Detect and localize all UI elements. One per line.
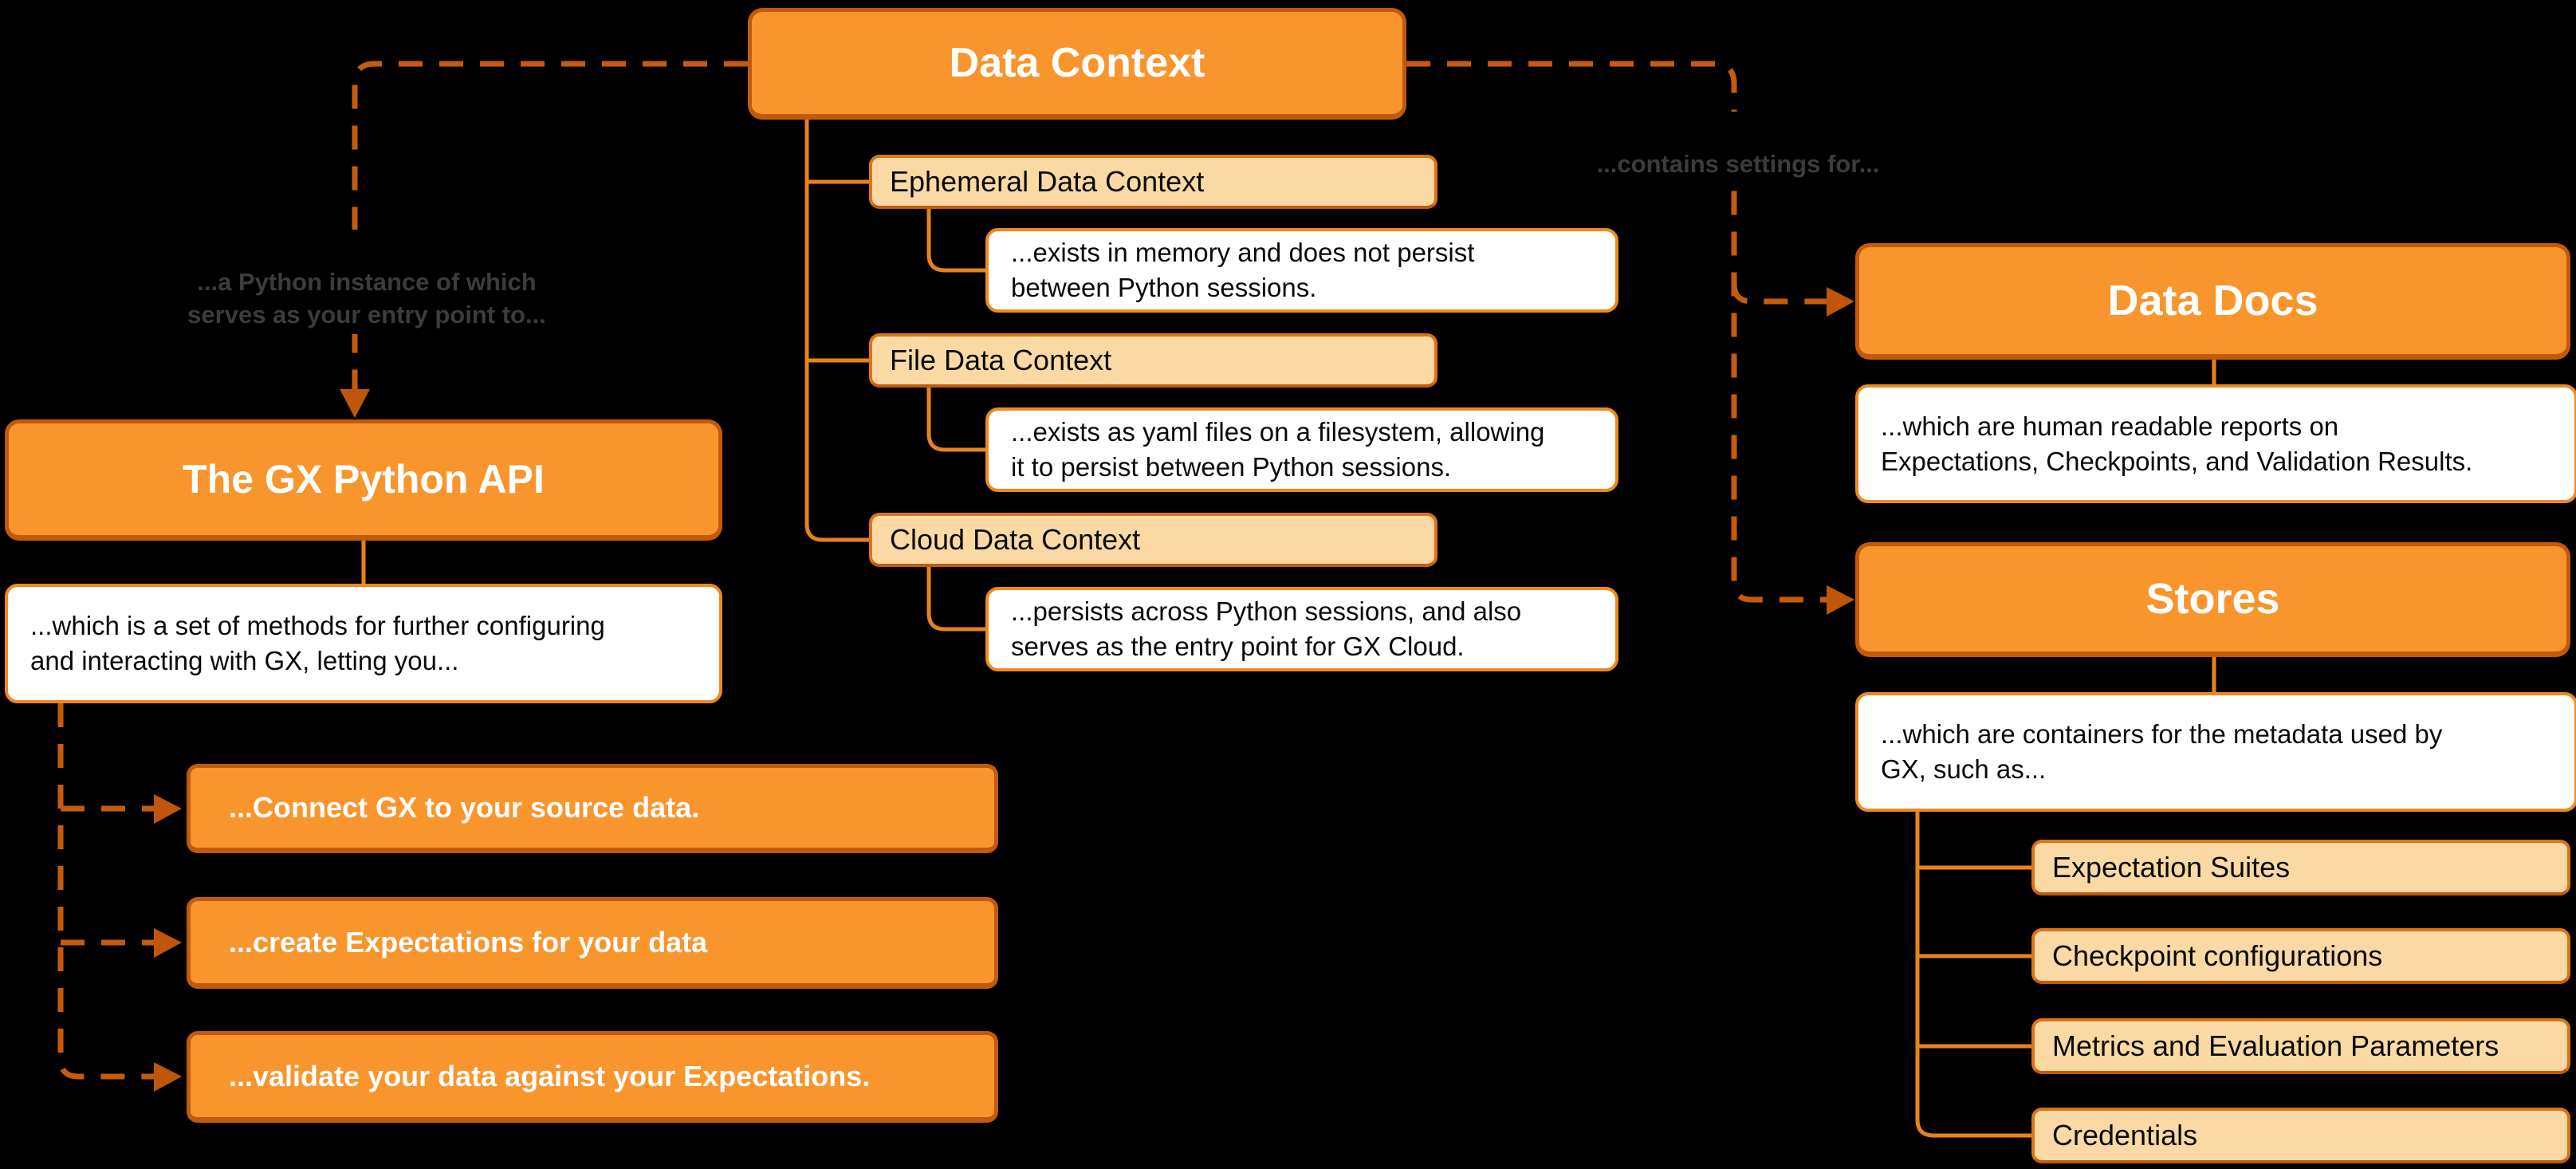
gx-python-api-description-text: ...which is a set of methods for further… [30,611,605,675]
node-checkpoint-configurations-label: Checkpoint configurations [2052,939,2383,972]
node-action-connect: ...Connect GX to your source data. [187,764,998,853]
node-data-context: Data Context [748,8,1406,120]
node-credentials: Credentials [2031,1108,2570,1163]
node-ephemeral-data-context: Ephemeral Data Context [869,155,1437,209]
data-context-tree-connector [804,120,985,632]
node-expectation-suites: Expectation Suites [2031,840,2570,895]
stores-description: ...which are containers for the metadata… [1855,692,2576,812]
node-gx-python-api-label: The GX Python API [183,457,545,502]
node-stores-label: Stores [2145,575,2280,623]
node-credentials-label: Credentials [2052,1119,2198,1151]
node-data-context-label: Data Context [949,40,1205,86]
down-arrowhead [340,389,370,418]
node-cloud-data-context: Cloud Data Context [869,513,1437,567]
node-metrics-evaluation-parameters-label: Metrics and Evaluation Parameters [2052,1029,2499,1062]
gx-python-api-description: ...which is a set of methods for further… [5,584,722,703]
node-file-label: File Data Context [890,344,1112,376]
description-stub-connectors [361,360,2216,692]
file-description-text: ...exists as yaml files on a filesystem,… [1011,417,1545,482]
python-instance-edge [340,61,748,418]
data-docs-description: ...which are human readable reports on E… [1855,384,2576,503]
node-gx-python-api: The GX Python API [5,419,722,541]
node-ephemeral-label: Ephemeral Data Context [890,165,1205,198]
node-action-validate-label: ...validate your data against your Expec… [229,1059,871,1092]
right-arrowhead-validate [154,1062,182,1092]
contains-settings-edge [1406,61,1854,615]
node-data-docs-label: Data Docs [2107,277,2318,325]
right-arrowhead-stores [1827,585,1854,615]
edge-label-python-instance: ...a Python instance of which serves as … [136,230,598,334]
node-expectation-suites-label: Expectation Suites [2052,851,2291,884]
node-action-create: ...create Expectations for your data [187,897,998,989]
gx-api-actions-edge [57,703,182,1092]
edge-label-contains-settings: ...contains settings for... [1575,112,1902,183]
node-file-data-context: File Data Context [869,333,1437,388]
right-arrowhead-data-docs [1827,287,1854,317]
node-action-create-label: ...create Expectations for your data [229,925,708,958]
cloud-description: ...persists across Python sessions, and … [985,587,1618,671]
cloud-description-text: ...persists across Python sessions, and … [1011,596,1522,661]
node-stores: Stores [1855,542,2570,657]
node-checkpoint-configurations: Checkpoint configurations [2031,928,2570,984]
file-description: ...exists as yaml files on a filesystem,… [985,407,1618,492]
edge-label-python-instance-text: ...a Python instance of which serves as … [187,268,546,329]
node-metrics-evaluation-parameters: Metrics and Evaluation Parameters [2031,1018,2570,1074]
stores-description-text: ...which are containers for the metadata… [1881,719,2443,784]
node-cloud-label: Cloud Data Context [890,523,1141,556]
ephemeral-description: ...exists in memory and does not persist… [985,228,1618,313]
right-arrowhead-create [154,928,182,958]
node-action-connect-label: ...Connect GX to your source data. [229,791,700,824]
right-arrowhead-connect [154,794,182,824]
data-docs-description-text: ...which are human readable reports on E… [1881,411,2473,476]
stores-tree-connector [1915,812,2031,1138]
edge-label-contains-settings-text: ...contains settings for... [1596,150,1880,178]
ephemeral-description-text: ...exists in memory and does not persist… [1011,238,1475,302]
node-data-docs: Data Docs [1855,243,2570,360]
node-action-validate: ...validate your data against your Expec… [187,1031,998,1123]
